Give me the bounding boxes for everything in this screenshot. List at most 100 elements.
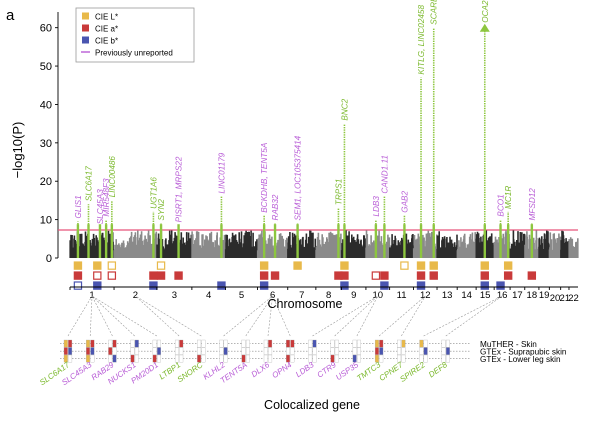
coloc-cell <box>441 354 446 363</box>
coloc-cell <box>197 354 202 363</box>
coloc-leader <box>378 295 426 337</box>
coloc-cell <box>334 354 339 363</box>
chromosome-label: 8 <box>326 290 331 301</box>
coloc-cell <box>130 354 135 363</box>
coloc-cell <box>379 339 384 348</box>
gene-label: LDB3 <box>372 196 381 217</box>
coloc-gene-label: LDB3 <box>294 360 316 379</box>
trait-marker-a <box>340 271 349 280</box>
peaks-layer <box>76 23 534 258</box>
coloc-cell <box>134 339 139 348</box>
coloc-gene-label: SNORC <box>176 360 205 384</box>
coloc-gene-label: SPIRE2 <box>398 360 427 384</box>
coloc-cell <box>401 339 406 348</box>
panel-label: a <box>6 7 15 24</box>
coloc-cell <box>268 339 273 348</box>
coloc-cell <box>352 339 357 348</box>
chromosome-label: 17 <box>512 290 523 301</box>
coloc-cell <box>419 339 424 348</box>
chromosome-points-6 <box>256 230 289 258</box>
coloc-cell <box>308 339 313 348</box>
trait-marker-b <box>73 281 83 290</box>
coloc-cell <box>86 354 90 363</box>
coloc-cell <box>219 354 224 363</box>
legend-swatch <box>82 12 89 20</box>
coloc-cell <box>379 354 384 363</box>
chromosome-label: 15 <box>480 290 491 301</box>
chromosome-points-20 <box>548 232 562 258</box>
coloc-cell <box>286 339 290 348</box>
coloc-gene-label: TMTC3 <box>355 360 382 383</box>
chromosome-label: 19 <box>539 290 550 301</box>
coloc-cell <box>241 354 246 363</box>
coloc-cell <box>268 347 273 355</box>
chromosome-label: 20 <box>550 293 561 304</box>
trait-marker-a <box>270 271 280 280</box>
coloc-cell <box>401 347 406 355</box>
gene-label: SCARB1 <box>430 0 439 25</box>
coloc-leader <box>223 295 273 337</box>
trait-marker-b <box>416 281 426 290</box>
gene-label: CAND1.11 <box>380 155 389 194</box>
coloc-cell <box>374 339 379 348</box>
coloc-leader <box>67 295 93 337</box>
coloc-cell <box>245 347 250 355</box>
trait-marker-b <box>480 281 489 290</box>
chromosome-points-19 <box>538 230 550 258</box>
coloc-cell <box>374 354 379 363</box>
chromosome-label: 9 <box>351 290 356 301</box>
coloc-cell <box>286 354 290 363</box>
coloc-cell <box>219 347 224 355</box>
coloc-cell <box>68 347 73 355</box>
y-tick-label: 0 <box>46 253 52 265</box>
coloc-cell <box>223 339 228 348</box>
coloc-cell <box>112 354 117 363</box>
gene-label: LINC01179 <box>217 152 226 193</box>
chromosome-label: 2 <box>133 290 138 301</box>
coloc-cell <box>223 354 228 363</box>
gene-label: SLC45A3 <box>96 189 105 224</box>
coloc-cell <box>357 339 361 348</box>
coloc-cell <box>130 347 135 355</box>
chromosome-label: 16 <box>497 290 508 301</box>
gene-label: BNC2 <box>340 98 349 120</box>
coloc-cell <box>308 354 313 363</box>
chromosome-label: 10 <box>372 290 383 301</box>
trait-marker-L <box>293 261 302 270</box>
chromosome-points-5 <box>224 230 259 258</box>
trait-marker-L <box>340 261 349 270</box>
chromosome-label: 13 <box>442 290 453 301</box>
coloc-cell <box>179 354 184 363</box>
trait-marker-L <box>416 261 426 270</box>
trait-marker-L <box>503 261 513 270</box>
coloc-cell <box>445 354 450 363</box>
legend: CIE L*CIE a*CIE b*Previously unreported <box>75 7 195 63</box>
coloc-cell <box>334 347 339 355</box>
legend-box <box>75 7 195 63</box>
gene-label: MIR548F3 <box>102 178 111 217</box>
peak-arrow <box>479 23 490 32</box>
coloc-cell <box>241 339 246 348</box>
x-axis-label: Chromosome <box>267 297 342 311</box>
trait-marker-a <box>156 271 166 280</box>
coloc-cell <box>68 339 73 348</box>
coloc-cell <box>90 339 95 348</box>
trait-markers-layer <box>73 261 537 290</box>
coloc-cell <box>419 354 424 363</box>
gene-label: GLIS1 <box>74 195 83 218</box>
trait-marker-b <box>93 281 102 290</box>
gene-label: PISRT1, MRPS22 <box>175 156 184 222</box>
coloc-cell <box>374 347 379 355</box>
coloc-leader <box>91 295 113 337</box>
trait-marker-b <box>259 281 269 290</box>
coloc-cell <box>86 339 90 348</box>
chromosome-label: 6 <box>270 290 275 301</box>
coloc-cell <box>130 339 135 348</box>
coloc-cell <box>308 347 313 355</box>
trait-marker-a <box>107 271 117 280</box>
